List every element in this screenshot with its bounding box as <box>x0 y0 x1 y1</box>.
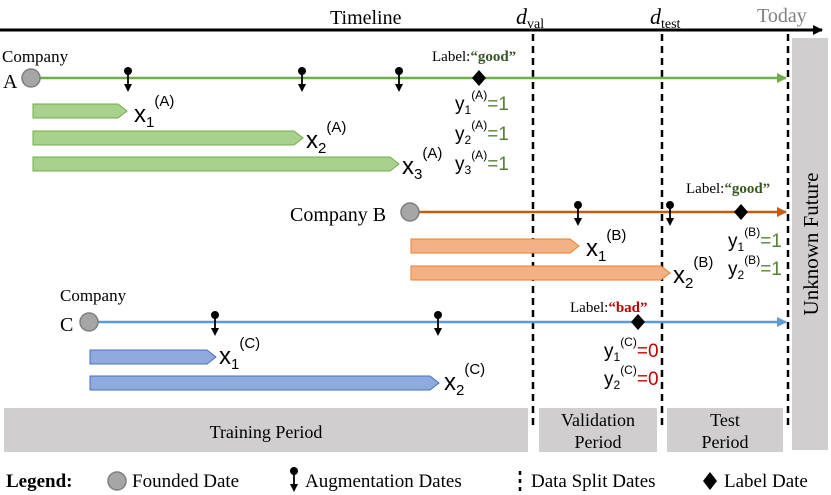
augmentation-pin-icon <box>573 201 583 227</box>
company-a-y-label-2: y2(A)=1 <box>455 118 509 147</box>
legend: Legend: Founded Date Augmentation Dates … <box>6 467 808 493</box>
validation-period-label-1: Validation <box>561 410 635 430</box>
company-b-name: Company B <box>290 204 386 226</box>
augmentation-pin-icon <box>210 311 220 337</box>
company-a-sample-bar-1 <box>32 103 128 119</box>
legend-split-label: Data Split Dates <box>531 471 656 492</box>
company-b-label-diamond-icon <box>734 204 748 220</box>
company-a-sample-label-2: x2(A) <box>306 119 346 157</box>
unknown-future-label: Unknown Future <box>799 173 823 316</box>
d-val-label: dval <box>516 4 544 32</box>
company-c-letter: C <box>60 314 73 336</box>
company-c-sample-label-2: x2(C) <box>444 361 485 399</box>
company-a-letter: A <box>3 71 18 93</box>
legend-label-date-label: Label Date <box>724 471 808 492</box>
company-b-label-text: Label:“good” <box>686 181 770 197</box>
training-period-label: Training Period <box>210 422 323 442</box>
company-b-founded-icon <box>400 202 420 222</box>
augmentation-pin-icon <box>665 201 675 227</box>
company-a-label-diamond-icon <box>472 70 486 86</box>
legend-founded-label: Founded Date <box>132 471 239 492</box>
augmentation-pin-icon <box>394 67 404 93</box>
company-c-sample-bar-2 <box>89 375 440 391</box>
unknown-future-box <box>792 38 828 450</box>
augmentation-pin-icon <box>297 67 307 93</box>
company-c-label-text: Label:“bad” <box>570 300 648 316</box>
company-c-founded-icon <box>79 312 99 332</box>
test-period-label-1: Test <box>710 410 740 430</box>
legend-founded-icon <box>107 471 127 491</box>
company-a: Company A Label:“good” x1(A) x2(A) x3(A)… <box>2 47 787 183</box>
company-b-y-label-1: y1(B)=1 <box>728 225 782 254</box>
company-b-sample-bar-1 <box>410 238 580 254</box>
company-b-y-label-2: y2(B)=1 <box>728 253 782 282</box>
company-a-sample-bar-2 <box>32 130 304 146</box>
company-c-y-label-2: y2(C)=0 <box>604 363 659 392</box>
company-a-y-label-1: y1(A)=1 <box>455 88 509 117</box>
company-a-sample-label-1: x1(A) <box>134 93 174 131</box>
test-period-box <box>667 408 783 452</box>
timeline-label: Timeline <box>330 7 402 29</box>
company-a-sample-label-3: x3(A) <box>402 145 442 183</box>
company-a-founded-icon <box>21 68 41 88</box>
company-c-sample-label-1: x1(C) <box>219 335 260 373</box>
company-c-sample-bar-1 <box>89 349 217 365</box>
validation-period-label-2: Period <box>575 432 622 452</box>
company-a-sample-bar-3 <box>32 156 400 172</box>
company-a-label-text: Label:“good” <box>432 49 516 65</box>
augmentation-pin-icon <box>123 67 133 93</box>
company-b: Company B Label:“good” x1(B) x2(B) y1(B)… <box>290 181 787 292</box>
company-a-y-label-3: y3(A)=1 <box>455 148 509 177</box>
company-c-label-diamond-icon <box>631 314 645 330</box>
validation-period-box <box>539 408 657 452</box>
company-b-sample-label-1: x1(B) <box>586 227 626 265</box>
training-period-box <box>4 408 528 452</box>
d-test-label: dtest <box>650 4 681 32</box>
today-label: Today <box>757 5 807 27</box>
legend-label-diamond-icon <box>703 472 717 490</box>
legend-augmentation-pin-icon <box>289 467 299 493</box>
test-period-label-2: Period <box>702 432 749 452</box>
company-c-name: Company <box>60 286 127 305</box>
company-c-y-label-1: y1(C)=0 <box>604 335 659 364</box>
augmentation-pin-icon <box>433 311 443 337</box>
legend-title: Legend: <box>6 471 73 492</box>
company-c: Company C Label:“bad” x1(C) x2(C) y1(C)=… <box>60 286 787 399</box>
company-b-sample-bar-2 <box>410 265 671 281</box>
company-a-name: Company <box>2 47 69 66</box>
company-b-sample-label-2: x2(B) <box>673 254 713 292</box>
legend-augmentation-label: Augmentation Dates <box>305 471 462 492</box>
